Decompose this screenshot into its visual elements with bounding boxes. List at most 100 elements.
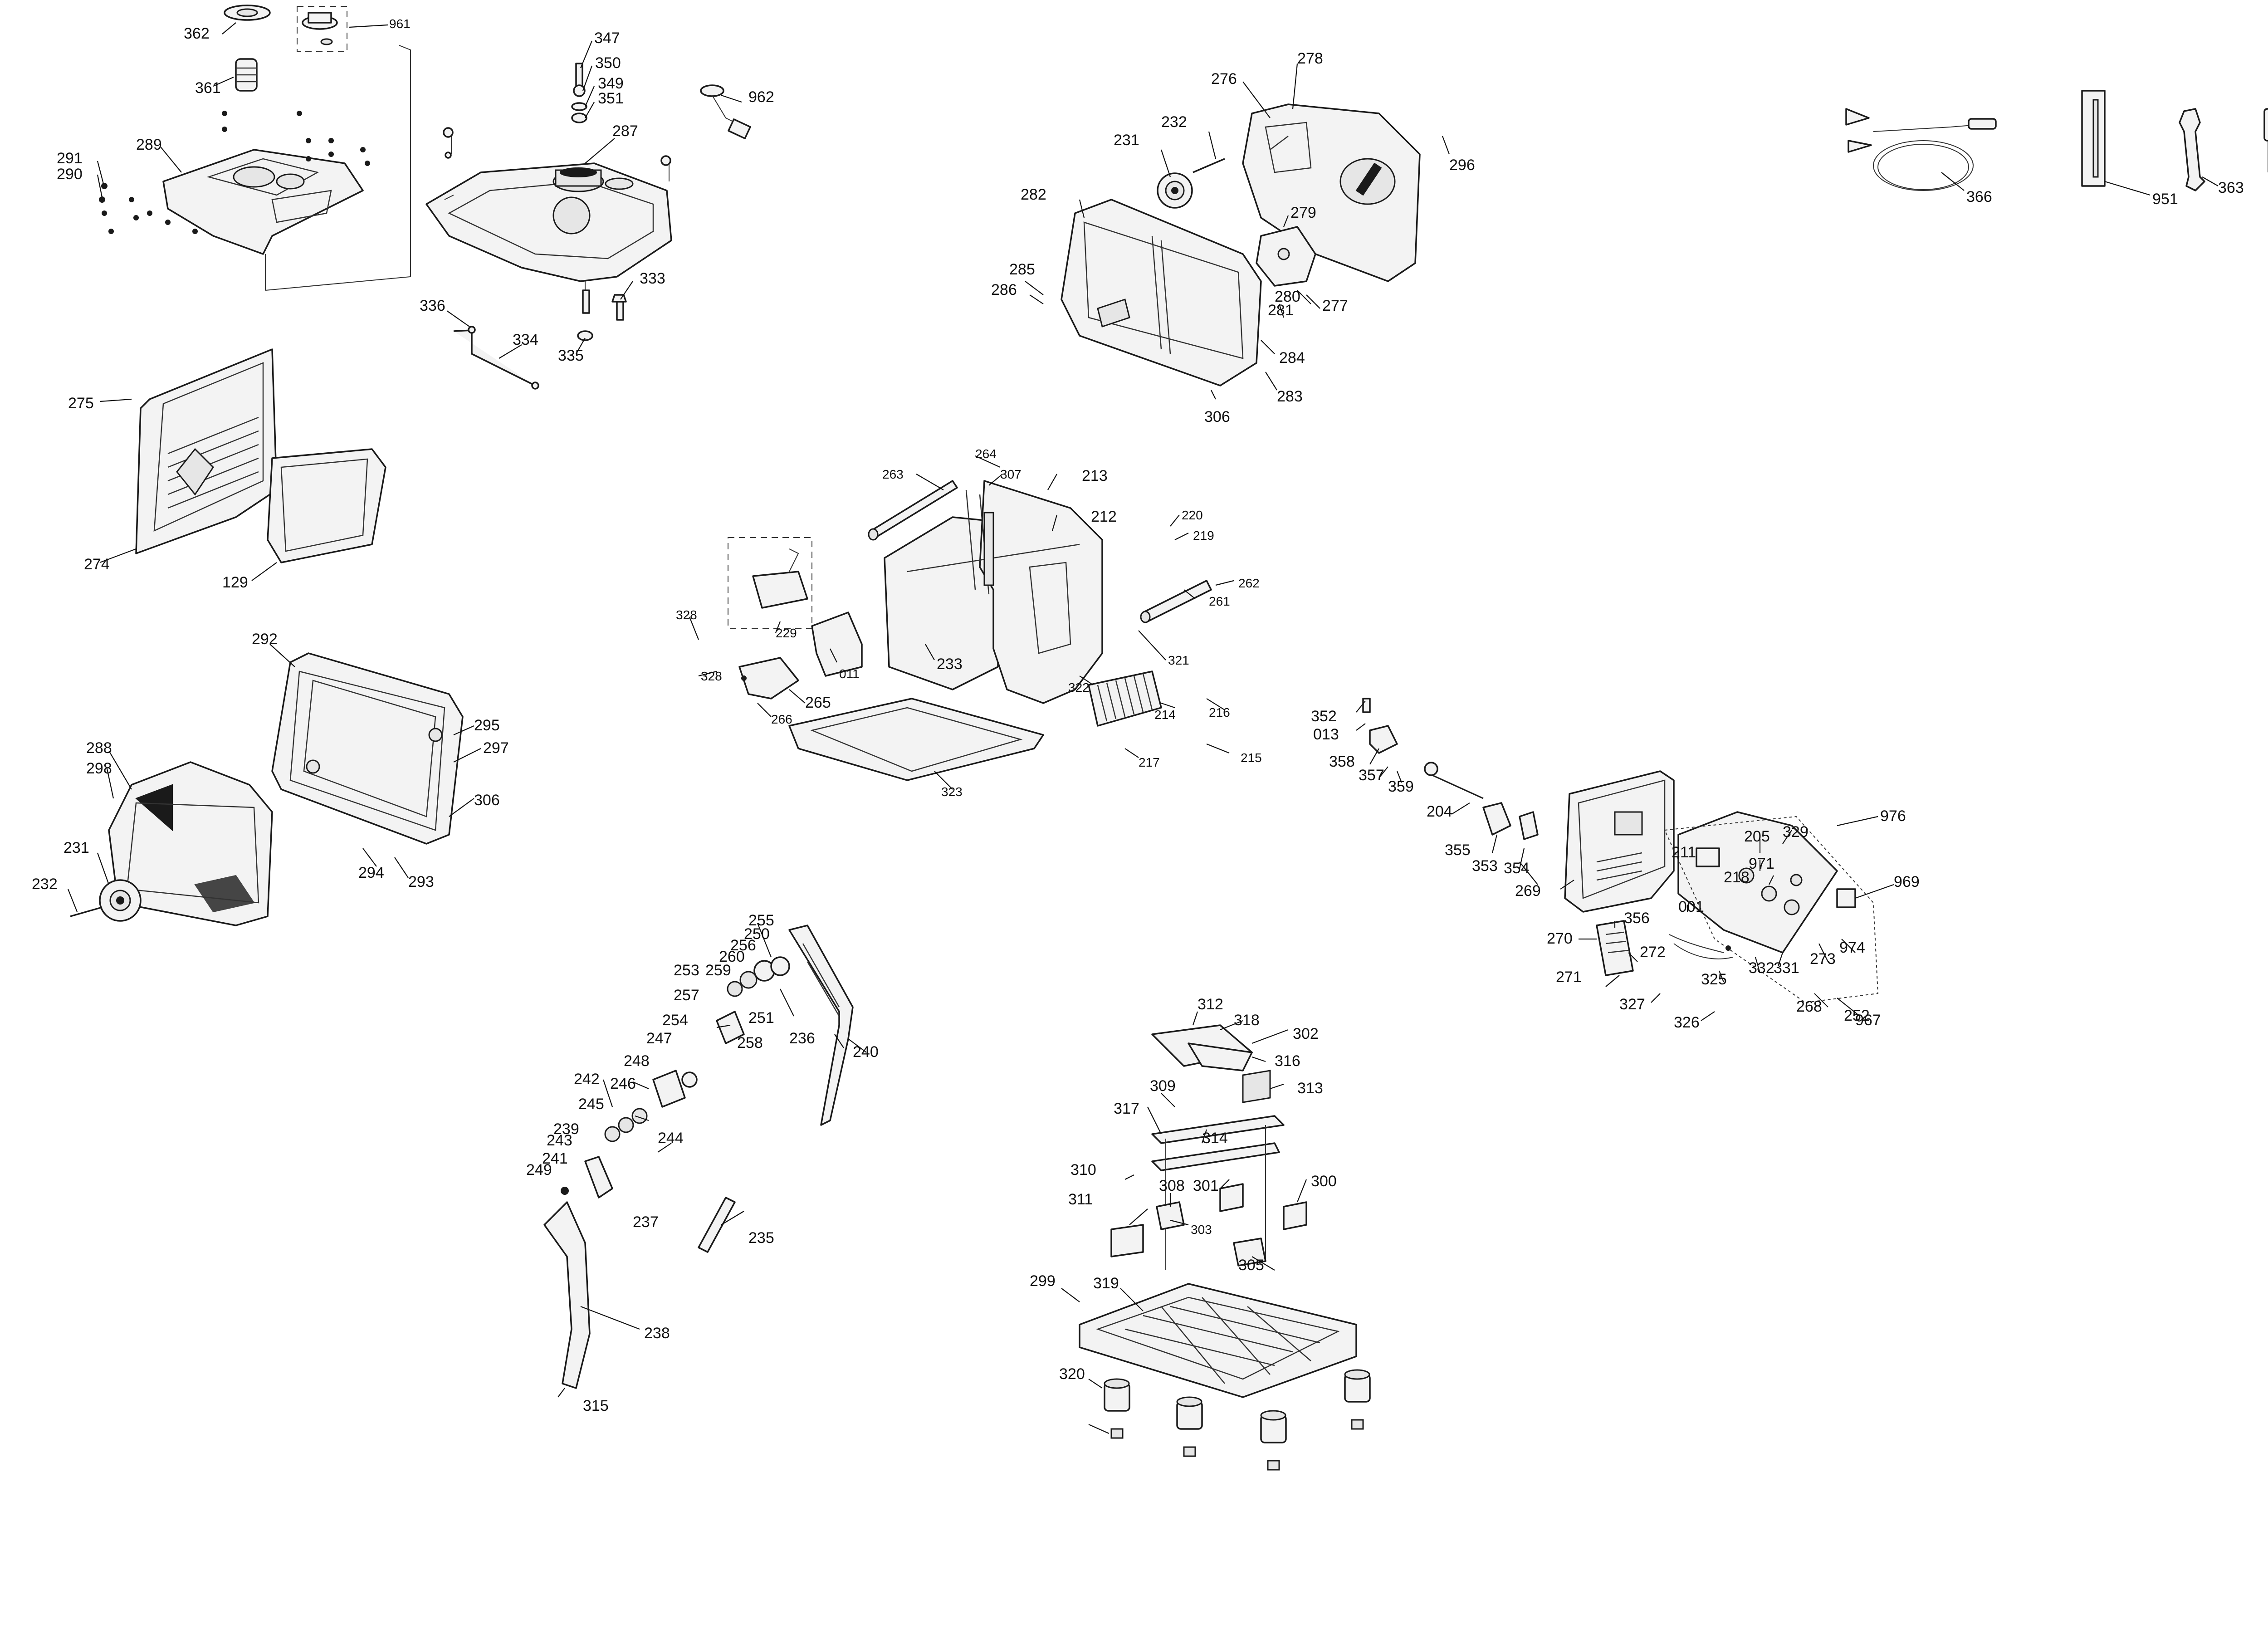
callout-label: 347 [594, 29, 620, 47]
callout-label: 265 [805, 694, 831, 711]
callout-label: 354 [1504, 860, 1530, 877]
callout-label: 974 [1839, 939, 1865, 956]
recoil-pulley-left [70, 879, 142, 922]
side-panel-with-grille [135, 348, 278, 554]
side-housing-frame [271, 652, 464, 845]
callout-label: 252 [1844, 1007, 1870, 1024]
callout-label: 357 [1359, 767, 1384, 784]
handle-link [698, 1197, 736, 1253]
callout-label: 287 [612, 122, 638, 140]
callout-label: 238 [644, 1325, 670, 1342]
callout-label: 327 [1619, 996, 1645, 1013]
wiring-harness [1669, 934, 1733, 959]
callout-label: 214 [1154, 708, 1176, 722]
callout-label: 335 [558, 347, 584, 364]
front-cover [108, 761, 273, 926]
callout-label: 244 [658, 1130, 684, 1147]
callout-label: 302 [1293, 1025, 1319, 1042]
callout-label: 353 [1472, 857, 1498, 875]
callout-label: 235 [748, 1229, 774, 1247]
callout-label: 336 [420, 297, 445, 314]
callout-label: 212 [1091, 508, 1117, 525]
callout-label: 323 [941, 785, 963, 799]
callout-label: 257 [674, 987, 699, 1004]
callout-label: 962 [748, 88, 774, 106]
callout-label: 969 [1894, 873, 1920, 890]
callout-label: 273 [1810, 950, 1836, 968]
callout-label: 316 [1275, 1052, 1300, 1070]
base-tray [1079, 1283, 1357, 1398]
callout-label: 315 [583, 1397, 609, 1414]
callout-label: 366 [1966, 188, 1992, 205]
callout-label: 296 [1449, 157, 1475, 174]
callout-label: 284 [1279, 349, 1305, 367]
callout-label: 205 [1744, 828, 1770, 845]
rear-panel [1061, 199, 1262, 386]
recoil-pulley [1157, 158, 1225, 209]
callout-label: 328 [676, 608, 697, 622]
fuel-tank [425, 127, 672, 295]
callout-label: 254 [662, 1012, 688, 1029]
spark-plug-socket [2081, 90, 2106, 187]
fuel-cap-assembly [224, 5, 347, 92]
callout-label: 326 [1674, 1014, 1700, 1031]
charging-cable [1845, 108, 1997, 191]
grille-frame [267, 448, 386, 563]
callout-label: 256 [730, 937, 756, 954]
top-cover-fasteners [99, 111, 370, 234]
callout-label: 309 [1150, 1077, 1176, 1095]
callout-label: 967 [1855, 1012, 1881, 1029]
callout-label: 219 [1193, 528, 1214, 543]
callout-label: 246 [610, 1075, 636, 1092]
callout-label: 239 [553, 1120, 579, 1138]
callout-label: 305 [1238, 1257, 1264, 1274]
tray-mounting-bracket [1110, 1024, 1307, 1270]
callout-label: 297 [483, 739, 509, 757]
callout-label: 217 [1139, 755, 1160, 769]
callout-label: 292 [252, 631, 278, 648]
callout-label: 306 [1204, 408, 1230, 426]
callout-label: 321 [1168, 653, 1189, 667]
callout-label: 349 [598, 75, 624, 92]
callout-label: 295 [474, 717, 500, 734]
callout-label: 274 [84, 556, 110, 573]
callout-label: 350 [595, 54, 621, 72]
top-cover [162, 45, 411, 291]
callout-label: 294 [358, 864, 384, 881]
callout-label: 290 [57, 166, 83, 183]
callout-label: 250 [744, 925, 770, 943]
callout-label: 289 [136, 136, 162, 153]
callout-label: 303 [1191, 1223, 1212, 1237]
handle-hinge-parts [561, 956, 790, 1199]
callout-label: 286 [991, 281, 1017, 298]
callout-label: 129 [222, 574, 248, 591]
callout-label: 320 [1059, 1365, 1085, 1383]
callout-label: 249 [526, 1161, 552, 1179]
callout-label: 961 [389, 17, 411, 31]
callout-label: 251 [748, 1009, 774, 1027]
callout-label: 971 [1749, 855, 1774, 872]
callout-label: 233 [937, 656, 963, 673]
inverter-heatsink [1088, 670, 1162, 727]
callout-label: 332 [1749, 959, 1774, 977]
callout-label: 243 [547, 1132, 572, 1149]
callout-label: 311 [1068, 1191, 1093, 1208]
callout-label: 231 [64, 839, 89, 856]
callout-label: 013 [1313, 726, 1339, 743]
fuel-line [453, 326, 539, 390]
small-cover-plate [1596, 920, 1634, 976]
callout-label: 328 [701, 669, 722, 683]
callout-label: 356 [1624, 910, 1650, 927]
callout-label: 245 [578, 1096, 604, 1113]
callout-label: 242 [574, 1071, 600, 1088]
callout-label: 362 [184, 25, 210, 42]
callout-label: 359 [1388, 778, 1414, 795]
rubber-feet [1104, 1369, 1371, 1471]
callout-label: 312 [1198, 996, 1223, 1013]
control-panel-housing [1564, 770, 1675, 913]
callout-label: 237 [633, 1213, 659, 1231]
base-plate [788, 698, 1044, 781]
callout-label: 266 [771, 712, 792, 726]
callout-label: 229 [776, 626, 797, 640]
